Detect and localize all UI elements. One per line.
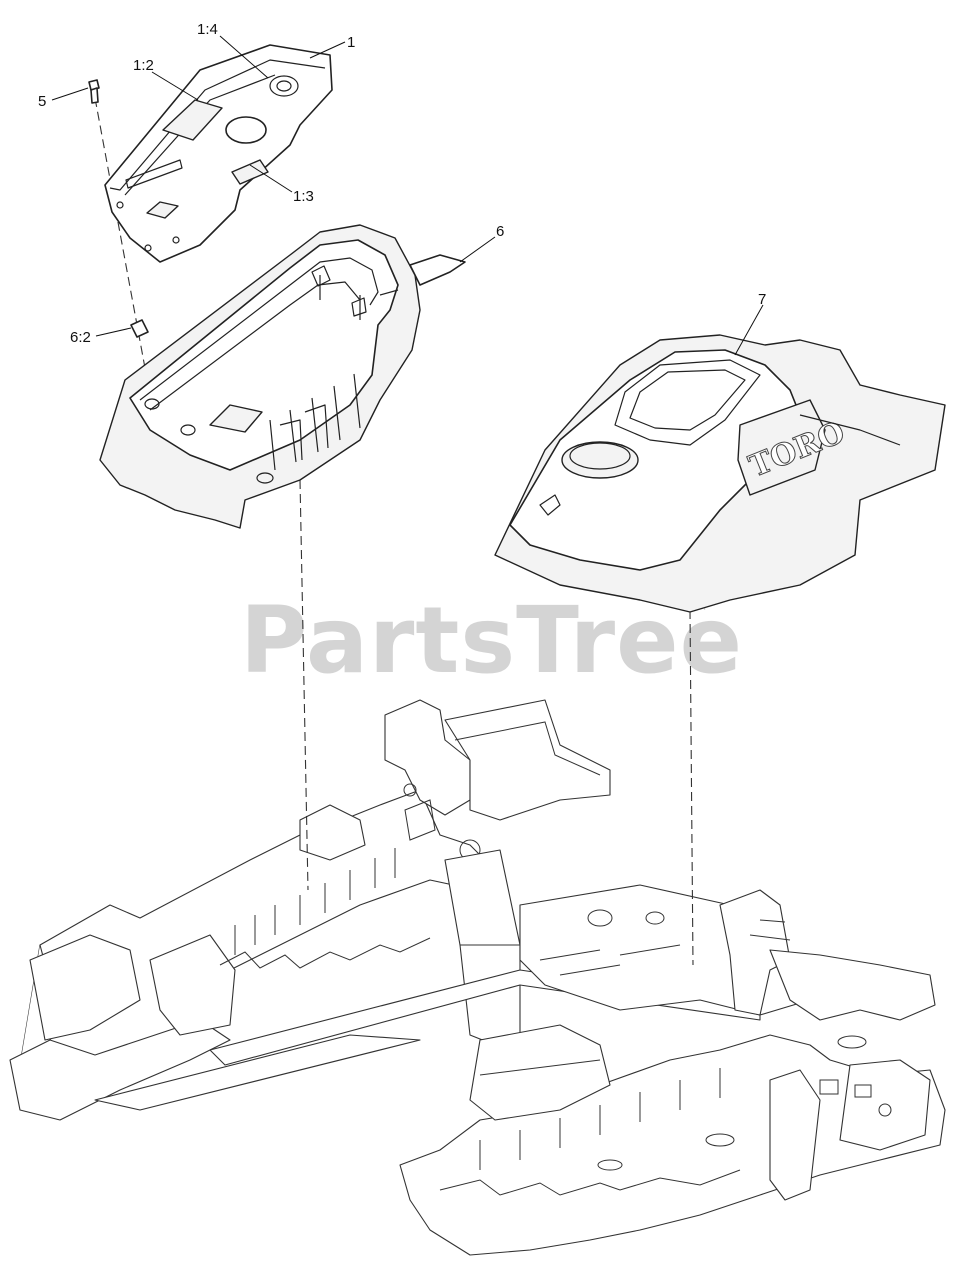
part-5-bolt [88, 79, 100, 104]
callout-7: 7 [758, 291, 766, 308]
part-7-console-cover: TORO [494, 334, 946, 613]
part-6-2-clip-nut [130, 319, 149, 338]
chassis-frame [9, 699, 946, 1256]
callout-labels: 1:4 1 1:2 5 1:3 6 6:2 7 [38, 21, 766, 346]
callout-6: 6 [496, 223, 504, 240]
callout-1-2: 1:2 [133, 57, 154, 74]
part-1-control-panel [104, 44, 333, 263]
callout-1-3: 1:3 [293, 188, 314, 205]
part-6-console-housing [99, 224, 466, 529]
callout-5: 5 [38, 93, 46, 110]
callout-6-2: 6:2 [70, 329, 91, 346]
callout-1-4: 1:4 [197, 21, 218, 38]
callout-1: 1 [347, 34, 355, 51]
alignment-lines [94, 97, 694, 966]
callout-leaders [51, 35, 764, 356]
